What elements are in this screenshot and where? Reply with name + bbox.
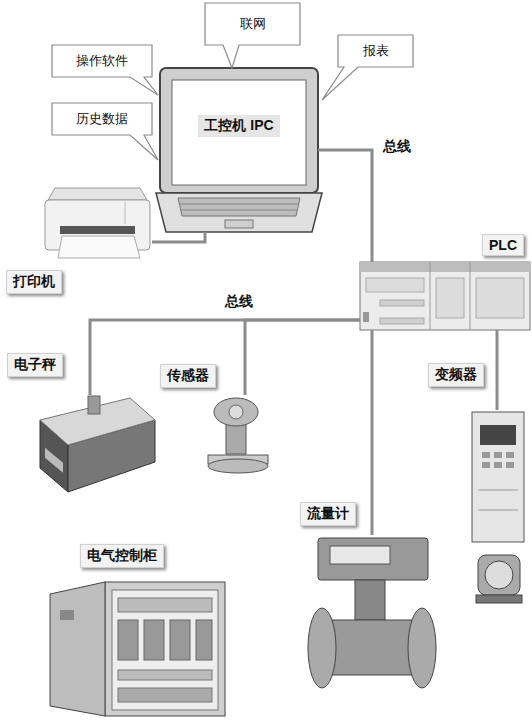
callout-text: 联网 [240,15,266,33]
device-label: 电气控制柜 [80,544,164,568]
device-node: 流量计 [308,535,440,700]
laptop-drawing [156,68,322,232]
device-node: 电气控制柜 [45,580,230,718]
device-label: 变频器 [428,363,484,387]
device-node: PLC [360,262,530,330]
callout-text: 历史数据 [76,110,128,128]
device-label: PLC [482,234,524,256]
flowmeter-drawing [308,538,436,688]
bubble-shape [322,35,413,100]
scale-drawing [40,396,155,492]
callout-bubble: 联网 [205,3,300,45]
bus-line [371,330,374,535]
callout-bubble: 操作软件 [52,45,152,77]
callout-text: 操作软件 [76,52,128,70]
bus-line [318,150,372,262]
bubble-shape [52,103,158,160]
bubble-shape [52,45,158,95]
bus-label: 总线 [222,292,256,312]
bus-line [152,232,205,242]
device-label: 传感器 [160,364,216,388]
bus-line [90,320,360,395]
device-node: 打印机 [40,188,152,262]
bubble-shape [205,3,300,68]
callout-text: 报表 [363,42,389,60]
callout-bubble: 报表 [338,35,413,67]
device-node: 传感器 [205,395,270,475]
cabinet-drawing [50,582,225,716]
edge-label-holder: 总线 [380,137,414,157]
device-label: 流量计 [300,502,356,526]
bus-line [245,320,360,395]
plc-drawing [360,262,530,330]
device-node: 电子秤 [35,395,155,495]
edge-label-holder: 总线 [222,292,256,312]
bus-label: 总线 [380,137,414,157]
inverter-drawing [472,412,524,603]
bus-line [496,330,499,410]
screen-label: 工控机 IPC [198,115,279,137]
device-node: 变频器 [470,410,527,610]
device-label: 打印机 [6,270,62,294]
printer-drawing [45,188,150,258]
callout-bubble: 历史数据 [52,103,152,135]
computer-node: 工控机 IPC [155,68,322,233]
device-label: 电子秤 [7,353,63,377]
sensor-drawing [208,398,268,473]
